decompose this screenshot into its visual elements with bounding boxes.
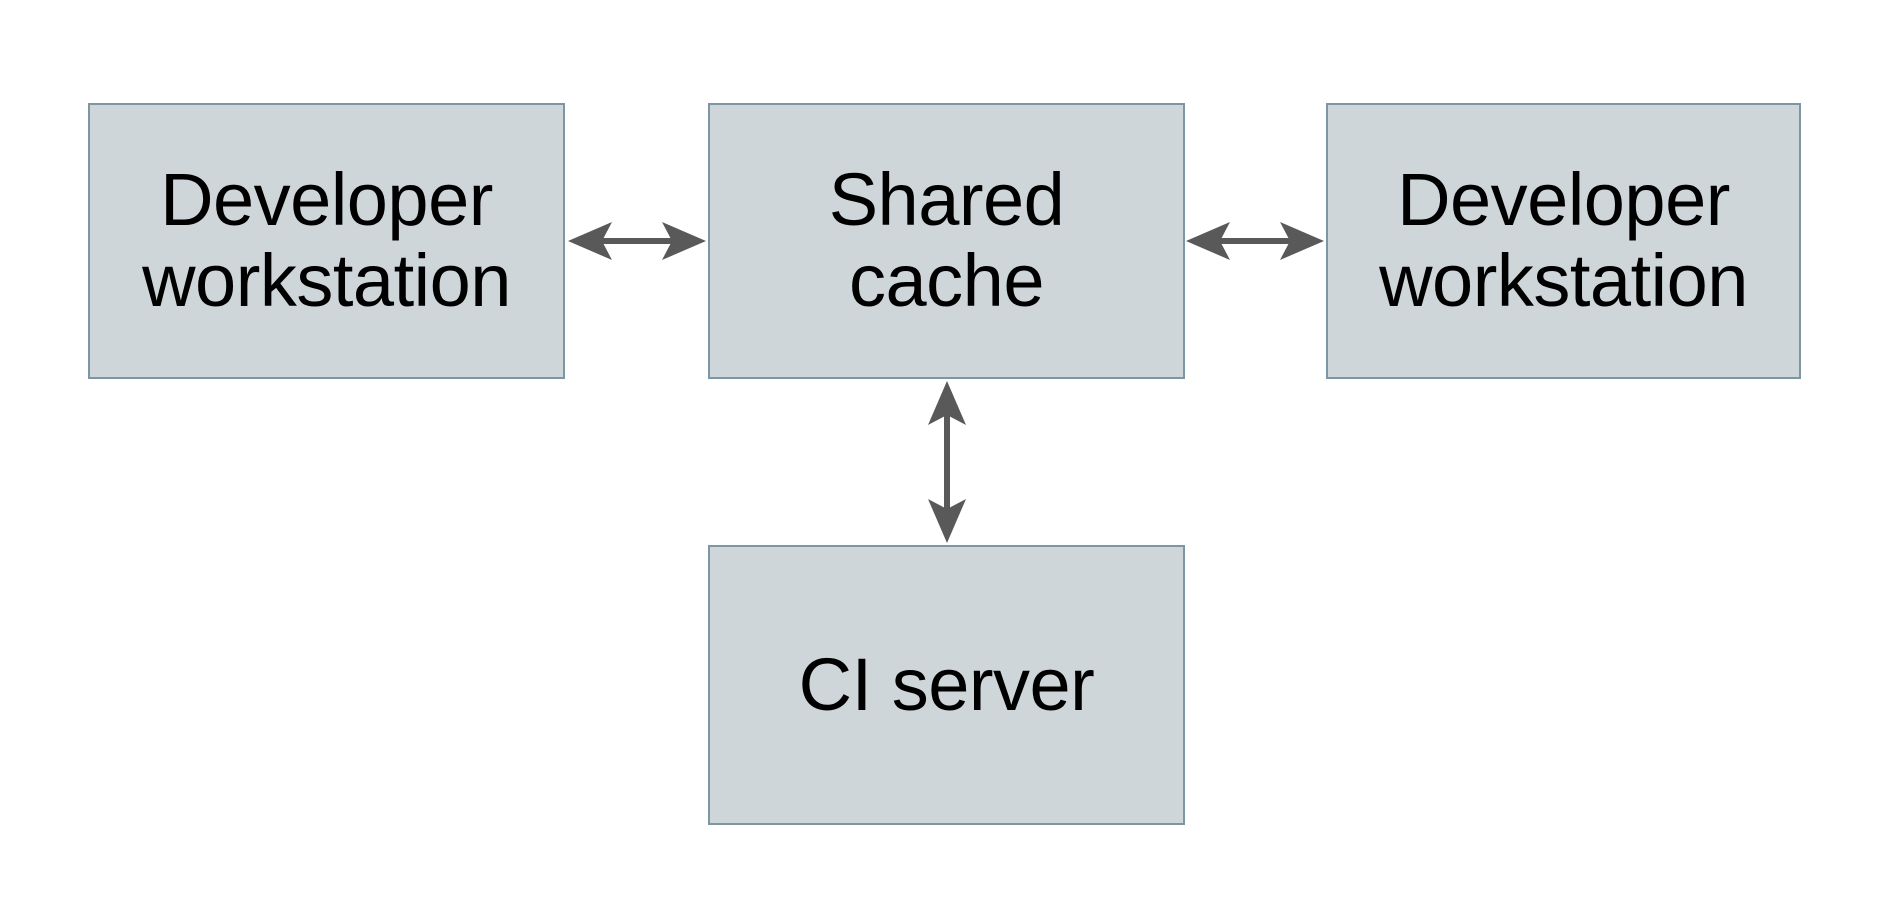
node-label: Developer workstation: [142, 158, 511, 322]
node-shared-cache[interactable]: Shared cache: [708, 103, 1185, 379]
node-label: CI server: [798, 642, 1095, 726]
node-developer-workstation-right[interactable]: Developer workstation: [1326, 103, 1801, 379]
node-ci-server[interactable]: CI server: [708, 545, 1185, 825]
edge-dev-left-shared: [568, 222, 706, 260]
node-label: Developer workstation: [1379, 158, 1748, 322]
edge-shared-dev-right: [1186, 222, 1324, 260]
node-developer-workstation-left[interactable]: Developer workstation: [88, 103, 565, 379]
node-label: Shared cache: [828, 158, 1065, 322]
edge-ci-shared: [928, 381, 966, 543]
